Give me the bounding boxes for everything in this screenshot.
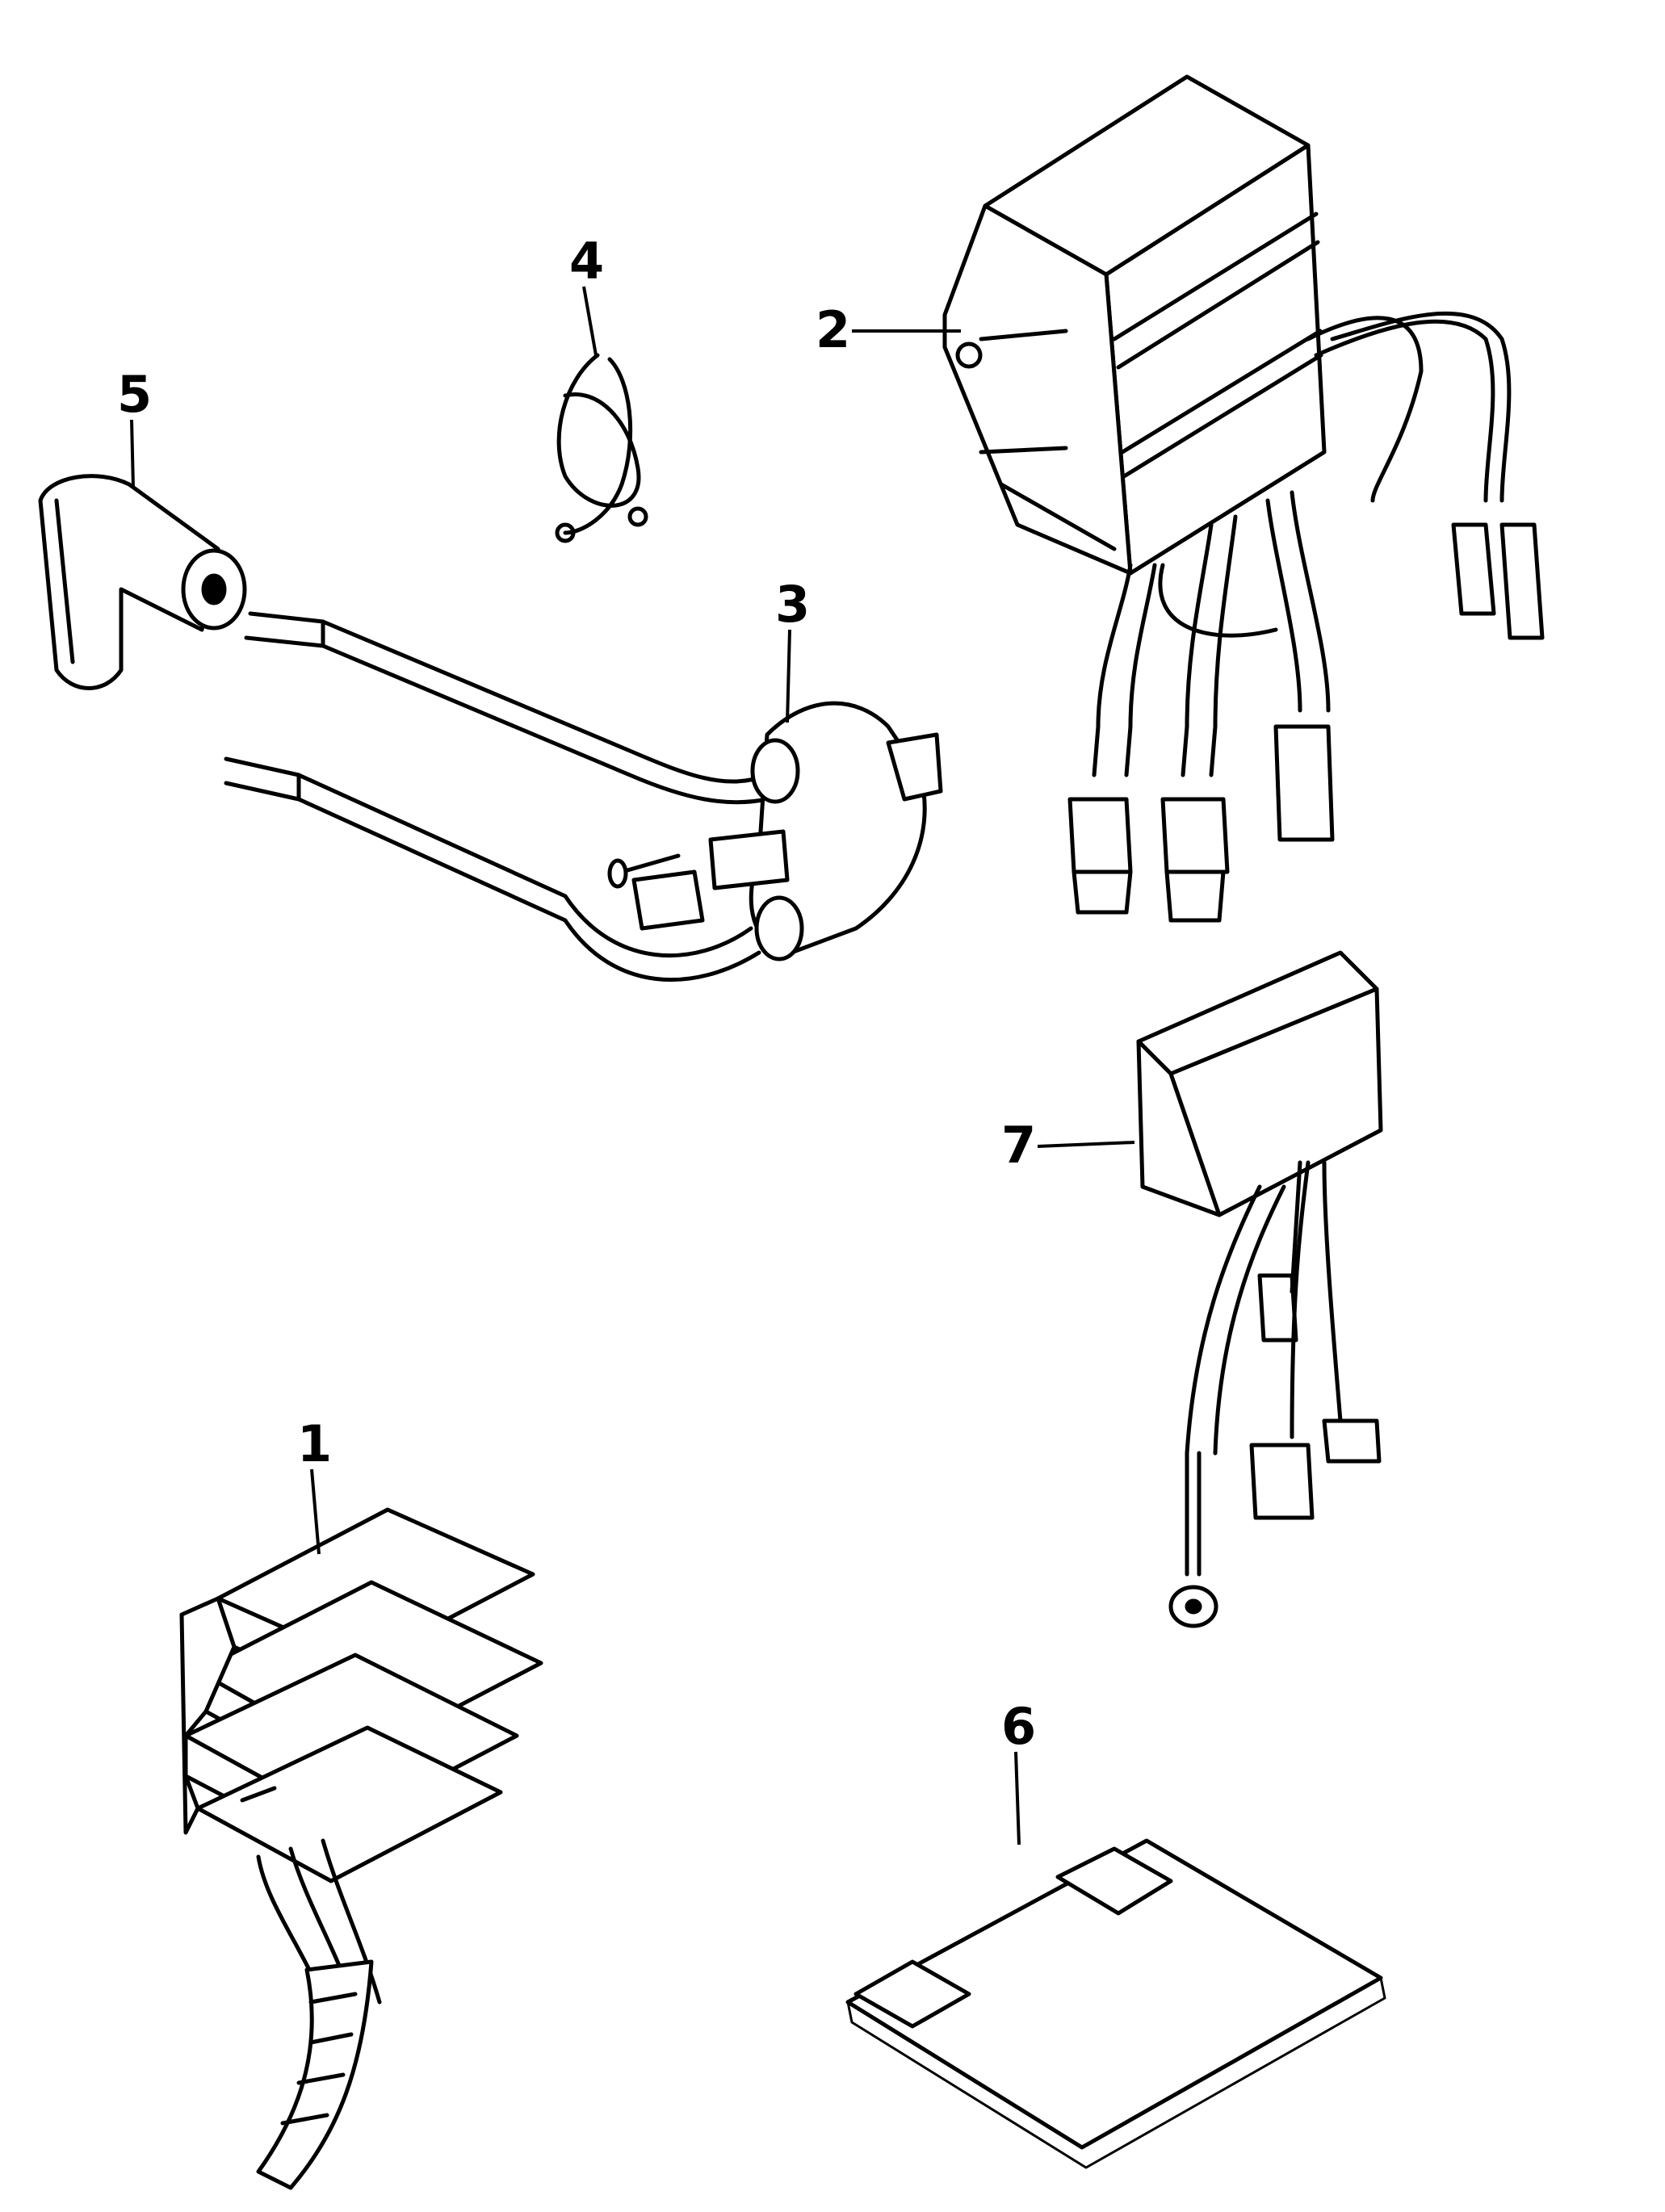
callout-1: 1 — [297, 1414, 332, 1555]
callout-2-label: 2 — [816, 300, 850, 359]
callout-6-label: 6 — [1001, 1697, 1036, 1756]
part-5-spark-plug-boot — [38, 474, 247, 690]
callout-5-label: 5 — [117, 365, 152, 424]
callout-3: 3 — [775, 575, 810, 723]
callout-1-label: 1 — [297, 1414, 332, 1473]
callout-5: 5 — [117, 365, 152, 489]
part-2-switch-box — [942, 74, 1545, 923]
callout-7-label: 7 — [1001, 1116, 1036, 1175]
callout-4-label: 4 — [569, 232, 604, 291]
callout-3-label: 3 — [775, 575, 810, 634]
callout-6: 6 — [1001, 1697, 1036, 1845]
callout-7: 7 — [1001, 1116, 1135, 1175]
part-4-clip — [555, 353, 648, 543]
part-3-ignition-coil — [224, 611, 943, 982]
part-7-rectifier — [1136, 950, 1383, 1628]
part-6-insulator-pad — [845, 1838, 1386, 2169]
callout-2: 2 — [816, 300, 961, 359]
callout-4: 4 — [569, 232, 604, 356]
part-1-regulator — [179, 1507, 543, 2190]
